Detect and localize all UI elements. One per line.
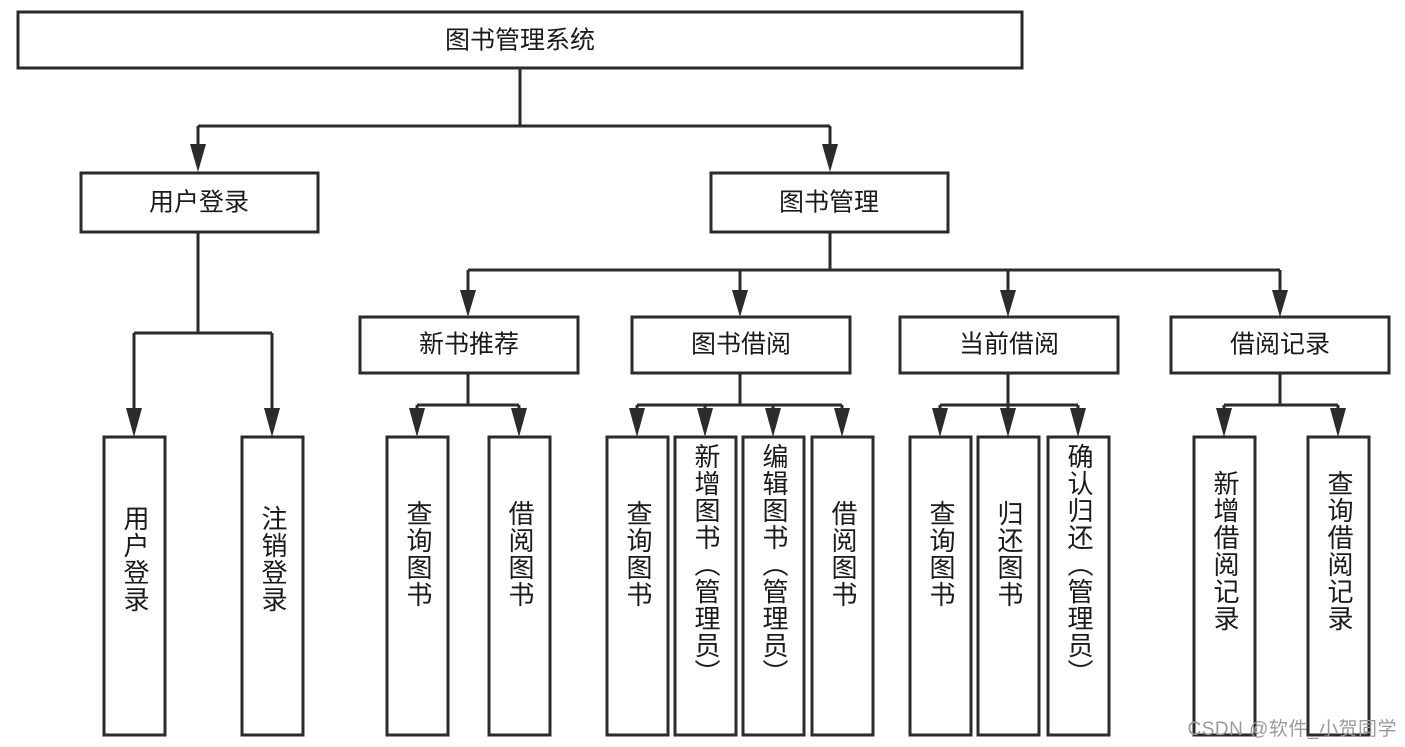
arrow-user-login-leaf-2 bbox=[264, 408, 280, 437]
node-root-book-management-system[interactable]: 图书管理系统 bbox=[16, 10, 1024, 70]
node-book-borrow-box bbox=[630, 315, 852, 375]
arrow-book-mgmt-c1 bbox=[460, 290, 476, 317]
arrow-current-borrow-leaf-1 bbox=[932, 408, 948, 437]
node-current-borrow-label: 当前借阅 bbox=[959, 331, 1059, 359]
leaf-box-user-login-1[interactable] bbox=[102, 435, 167, 737]
leaf-box-borrow-record-2[interactable] bbox=[1306, 435, 1371, 737]
arrow-book-borrow-leaf-3 bbox=[765, 408, 781, 437]
leaf-box-user-login-2[interactable] bbox=[240, 435, 305, 737]
connector-group-root bbox=[190, 68, 838, 172]
leaf-box-book-borrow-4[interactable] bbox=[810, 435, 875, 737]
node-borrow-record[interactable]: 借阅记录 bbox=[1169, 315, 1391, 375]
node-new-book-recommend-label: 新书推荐 bbox=[419, 331, 519, 359]
leaf-box-book-borrow-3[interactable] bbox=[741, 435, 806, 737]
arrow-new-book-leaf-1 bbox=[409, 408, 425, 437]
connector-group-book-borrow bbox=[629, 373, 850, 437]
node-user-login[interactable]: 用户登录 bbox=[79, 171, 320, 234]
arrow-root-to-book-mgmt bbox=[822, 144, 838, 172]
arrow-book-mgmt-c3 bbox=[1000, 290, 1016, 317]
arrow-current-borrow-leaf-3 bbox=[1070, 408, 1086, 437]
node-new-book-recommend-box bbox=[358, 315, 580, 375]
leaf-box-book-borrow-2[interactable] bbox=[673, 435, 738, 737]
connector-group-book-mgmt bbox=[460, 232, 1288, 317]
node-current-borrow[interactable]: 当前借阅 bbox=[898, 315, 1120, 375]
arrow-current-borrow-leaf-2 bbox=[1000, 408, 1016, 437]
arrow-borrow-record-leaf-2 bbox=[1330, 408, 1346, 437]
connector-group-user-login bbox=[126, 232, 280, 437]
arrow-book-mgmt-c2 bbox=[732, 290, 748, 317]
node-book-management-label: 图书管理 bbox=[779, 189, 879, 217]
arrow-book-mgmt-c4 bbox=[1272, 290, 1288, 317]
node-book-borrow[interactable]: 图书借阅 bbox=[630, 315, 852, 375]
arrow-book-borrow-leaf-1 bbox=[629, 408, 645, 437]
node-user-login-label: 用户登录 bbox=[149, 189, 249, 217]
node-book-borrow-label: 图书借阅 bbox=[691, 331, 791, 359]
node-new-book-recommend[interactable]: 新书推荐 bbox=[358, 315, 580, 375]
node-root-box bbox=[16, 10, 1024, 70]
arrow-borrow-record-leaf-1 bbox=[1216, 408, 1232, 437]
arrow-user-login-leaf-1 bbox=[126, 408, 142, 437]
leaf-box-current-borrow-3[interactable] bbox=[1046, 435, 1111, 737]
connector-group-borrow-record bbox=[1216, 373, 1346, 437]
node-user-login-box bbox=[79, 171, 320, 234]
arrow-new-book-leaf-2 bbox=[511, 408, 527, 437]
leaf-box-new-book-2[interactable] bbox=[487, 435, 552, 737]
node-book-management[interactable]: 图书管理 bbox=[709, 171, 950, 234]
leaf-box-book-borrow-1[interactable] bbox=[605, 435, 670, 737]
leaf-box-current-borrow-1[interactable] bbox=[908, 435, 973, 737]
arrow-root-to-user-login bbox=[190, 144, 206, 172]
leaf-box-borrow-record-1[interactable] bbox=[1192, 435, 1257, 737]
node-root-label: 图书管理系统 bbox=[445, 27, 595, 55]
node-book-management-box bbox=[709, 171, 950, 234]
connector-group-new-book bbox=[409, 373, 527, 437]
node-borrow-record-label: 借阅记录 bbox=[1230, 331, 1330, 359]
arrow-book-borrow-leaf-2 bbox=[697, 408, 713, 437]
node-current-borrow-box bbox=[898, 315, 1120, 375]
arrow-book-borrow-leaf-4 bbox=[834, 408, 850, 437]
watermark-text: CSDN @软件_小贺同学 bbox=[1187, 719, 1397, 740]
connector-group-current-borrow bbox=[932, 373, 1086, 437]
leaf-box-current-borrow-2[interactable] bbox=[976, 435, 1041, 737]
node-borrow-record-box bbox=[1169, 315, 1391, 375]
leaf-box-new-book-1[interactable] bbox=[385, 435, 450, 737]
